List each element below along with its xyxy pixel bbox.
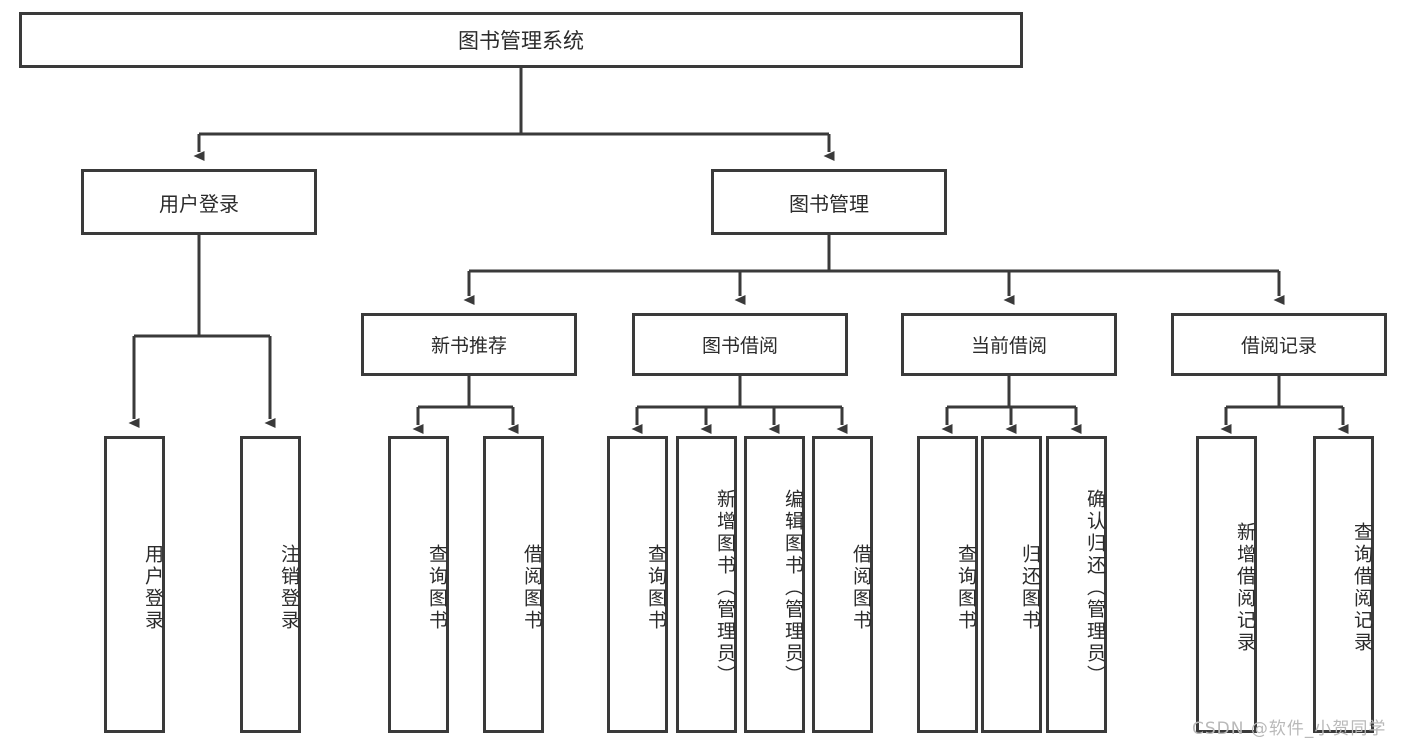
node-label: 查询图书 [426,543,448,632]
node-label: 查询借阅记录 [1351,521,1373,654]
node-label: 图书管理系统 [458,29,584,53]
node-leaf-edit-book-admin[interactable]: 编辑图书（管理员） [744,436,805,733]
node-label: 图书借阅 [701,335,778,357]
node-new-book-recommend[interactable]: 新书推荐 [361,313,577,376]
node-label: 用户登录 [142,543,164,632]
node-label: 新书推荐 [430,335,507,357]
node-leaf-query-book-3[interactable]: 查询图书 [917,436,978,733]
node-current-borrow[interactable]: 当前借阅 [901,313,1117,376]
node-leaf-logout[interactable]: 注销登录 [240,436,301,733]
node-leaf-borrow-book-2[interactable]: 借阅图书 [812,436,873,733]
node-label: 新增图书（管理员） [714,488,736,687]
node-label: 借阅图书 [850,543,872,632]
node-leaf-return-book[interactable]: 归还图书 [981,436,1042,733]
node-root-system[interactable]: 图书管理系统 [19,12,1023,68]
node-borrow-record[interactable]: 借阅记录 [1171,313,1387,376]
node-label: 查询图书 [955,543,977,632]
node-leaf-add-borrow-record[interactable]: 新增借阅记录 [1196,436,1257,733]
node-leaf-query-book-1[interactable]: 查询图书 [388,436,449,733]
node-label: 用户登录 [159,191,239,216]
node-leaf-query-borrow-record[interactable]: 查询借阅记录 [1313,436,1374,733]
node-leaf-borrow-book-1[interactable]: 借阅图书 [483,436,544,733]
watermark-text: CSDN @软件_小贺同学 [1192,719,1387,739]
node-book-manage[interactable]: 图书管理 [711,169,947,235]
node-label: 注销登录 [278,543,300,632]
node-book-borrow[interactable]: 图书借阅 [632,313,848,376]
node-label: 借阅记录 [1240,335,1317,357]
node-label: 借阅图书 [521,543,543,632]
node-label: 当前借阅 [970,335,1047,357]
node-label: 归还图书 [1019,543,1041,632]
node-leaf-confirm-return-admin[interactable]: 确认归还（管理员） [1046,436,1107,733]
node-label: 确认归还（管理员） [1084,488,1106,687]
node-label: 图书管理 [789,191,869,216]
node-label: 新增借阅记录 [1234,521,1256,654]
node-leaf-user-login[interactable]: 用户登录 [104,436,165,733]
node-leaf-add-book-admin[interactable]: 新增图书（管理员） [676,436,737,733]
node-label: 查询图书 [645,543,667,632]
node-label: 编辑图书（管理员） [782,488,804,687]
node-leaf-query-book-2[interactable]: 查询图书 [607,436,668,733]
node-user-login[interactable]: 用户登录 [81,169,317,235]
